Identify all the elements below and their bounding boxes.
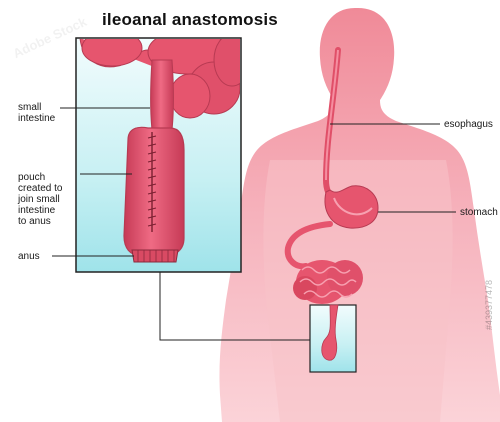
inset-panel <box>75 37 242 273</box>
anal-ring <box>131 249 179 263</box>
staple-marks <box>147 135 157 227</box>
j-pouch <box>123 126 185 257</box>
stomach <box>324 185 379 229</box>
ileum-segment <box>150 59 174 131</box>
label-pouch: pouch created to join small intestine to… <box>18 172 63 227</box>
watermark-id: #439377478 <box>484 279 494 330</box>
label-small-intestine: small intestine <box>18 102 56 124</box>
body-inset-box <box>309 304 357 373</box>
small-intestine-cluster <box>293 260 363 304</box>
connector-line <box>159 272 310 341</box>
label-anus: anus <box>18 251 40 262</box>
label-stomach: stomach <box>460 207 498 218</box>
leader-lines <box>52 107 456 257</box>
duodenum <box>284 221 333 270</box>
label-esophagus: esophagus <box>444 119 493 130</box>
diagram-title: ileoanal anastomosis <box>102 10 278 29</box>
